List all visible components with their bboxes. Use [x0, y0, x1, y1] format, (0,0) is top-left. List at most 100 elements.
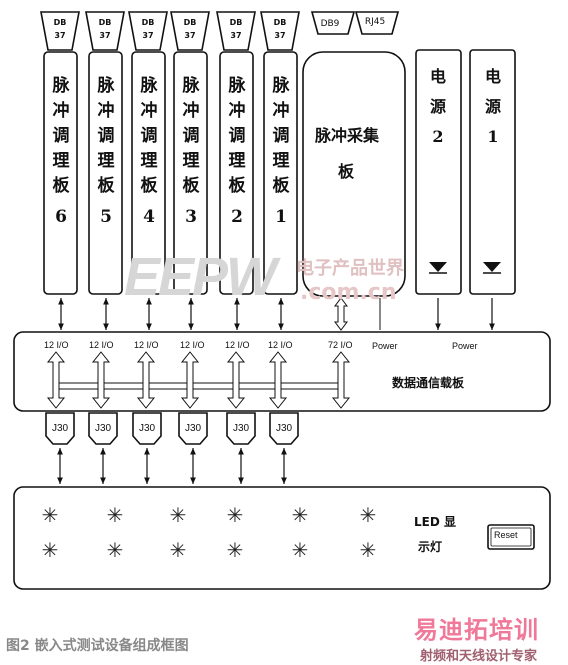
- led-indicator-icon: ✳: [169, 503, 187, 527]
- power-label-char: 源: [484, 97, 501, 116]
- pulse-board-char: 冲: [52, 101, 70, 121]
- db37-connector-3: [170, 11, 210, 51]
- io-label-1: 12 I/O: [89, 340, 114, 350]
- io-bus-arrow-2: [136, 351, 156, 409]
- j30-connector-2: [132, 412, 162, 445]
- pulse-board-6: [43, 51, 78, 295]
- brand-name: 易迪拓培训: [414, 616, 539, 644]
- pulse-board-char: 理: [272, 151, 290, 171]
- figure-caption: 图2 嵌入式测试设备组成框图: [6, 638, 189, 654]
- led-indicator-icon: ✳: [359, 503, 377, 527]
- pulse-board-char: 调: [97, 126, 115, 146]
- led-indicator-icon: ✳: [106, 538, 124, 562]
- pulse-board-char: 脉: [228, 76, 246, 96]
- pulse-collect-board: [302, 51, 406, 297]
- db37-connector-2: [216, 11, 256, 51]
- led-indicator-icon: ✳: [169, 538, 187, 562]
- db37-connector-5: [85, 11, 125, 51]
- pulse-board-char: 3: [185, 207, 197, 227]
- reset-button: [487, 524, 535, 550]
- db9-label: DB9: [320, 19, 340, 29]
- io-label-2: 12 I/O: [134, 340, 159, 350]
- power-board-2: [415, 49, 462, 295]
- j30-connector-1: [88, 412, 118, 445]
- db37-label-4: DB 37: [141, 18, 155, 40]
- io-bus-arrow-4: [226, 351, 246, 409]
- pulse-board-char: 调: [272, 126, 290, 146]
- power-board-1: [469, 49, 516, 295]
- pulse-board-char: 板: [228, 176, 246, 196]
- pulse-board-3: [173, 51, 208, 295]
- watermark-eepw: EEPW: [124, 247, 277, 307]
- power1-label: 电源 1: [478, 62, 508, 152]
- pulse-board-char: 4: [143, 207, 155, 227]
- pulse-board-char: 冲: [140, 101, 158, 121]
- pulse-board-char: 冲: [182, 101, 200, 121]
- pulse-board-char: 调: [140, 126, 158, 146]
- io-bus-arrow-3: [180, 351, 200, 409]
- diode-icon-3: [429, 262, 447, 272]
- j30-connector-4: [226, 412, 256, 445]
- j30-label-0: J30: [51, 423, 69, 434]
- led-indicator-icon: ✳: [41, 503, 59, 527]
- led-indicator-icon: ✳: [106, 503, 124, 527]
- j30-label-3: J30: [184, 423, 202, 434]
- pulse-board-char: 板: [272, 176, 290, 196]
- power-label-char: 电: [484, 67, 501, 86]
- db37-connector-6: [40, 11, 80, 51]
- pulse-board-label-1: 脉冲调理板 1: [266, 74, 296, 230]
- pulse-board-char: 脉: [52, 76, 70, 96]
- rj45-label: RJ45: [364, 17, 386, 27]
- pulse-board-char: 理: [97, 151, 115, 171]
- pulse-board-char: 1: [275, 207, 287, 227]
- pulse-board-char: 板: [182, 176, 200, 196]
- db9-connector: [310, 11, 356, 35]
- io-label-4: 12 I/O: [225, 340, 250, 350]
- pulse-collect-line2: 板: [338, 162, 355, 181]
- pulse-board-char: 6: [55, 207, 67, 227]
- db37-label-3: DB 37: [183, 18, 197, 40]
- io-label-3: 12 I/O: [180, 340, 205, 350]
- db37-label-6: DB 37: [53, 18, 67, 40]
- j30-label-2: J30: [138, 423, 156, 434]
- pulse-board-char: 板: [52, 176, 70, 196]
- reset-button-label: Reset: [494, 530, 518, 540]
- pulse-board-char: 理: [140, 151, 158, 171]
- reset-button-inner: [490, 527, 532, 547]
- pulse-board-char: 冲: [272, 101, 290, 121]
- j30-connector-3: [178, 412, 208, 445]
- pulse-board-char: 理: [52, 151, 70, 171]
- pulse-board-char: 2: [231, 207, 243, 227]
- led-indicator-icon: ✳: [359, 538, 377, 562]
- pulse-board-char: 冲: [228, 101, 246, 121]
- pulse-board-char: 脉: [272, 76, 290, 96]
- pulse-board-char: 5: [100, 207, 112, 227]
- watermark-cn: 电子产品世界: [296, 258, 404, 279]
- db37-label-2: DB 37: [229, 18, 243, 40]
- power-label-char: 2: [432, 127, 444, 146]
- led-indicator-icon: ✳: [226, 538, 244, 562]
- led-indicator-icon: ✳: [226, 503, 244, 527]
- io-label-0: 12 I/O: [44, 340, 69, 350]
- db37-connector-4: [128, 11, 168, 51]
- pulse-board-2: [219, 51, 254, 295]
- watermark-url: .com.cn: [300, 280, 397, 305]
- pulse-board-char: 脉: [140, 76, 158, 96]
- pulse-board-char: 脉: [97, 76, 115, 96]
- pulse-board-char: 板: [97, 176, 115, 196]
- power-label-char: 源: [429, 97, 446, 116]
- carrier-board-label: 数据通信载板: [392, 376, 465, 390]
- io-bus-arrow-6: [331, 351, 351, 409]
- io-bus-arrow-0: [46, 351, 66, 409]
- collect-bus-arrow: [334, 297, 348, 331]
- pulse-board-4: [131, 51, 166, 295]
- power-label-char: 1: [487, 127, 499, 146]
- db37-label-5: DB 37: [98, 18, 112, 40]
